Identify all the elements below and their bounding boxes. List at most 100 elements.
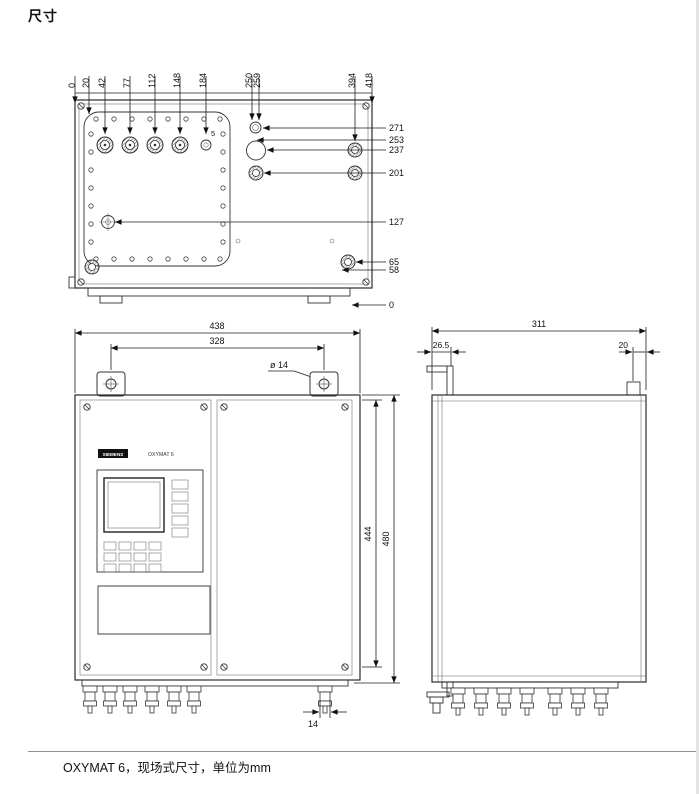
top-enclosure-inner-line	[78, 103, 369, 285]
door-screw	[83, 403, 91, 411]
knurled-fitting	[248, 165, 264, 181]
bottom-fitting-nut	[429, 696, 444, 704]
dim-hole-spacing: 328	[209, 336, 224, 346]
purge-port	[246, 140, 266, 161]
gas-fitting	[121, 136, 139, 154]
side-cable-glands	[450, 687, 609, 716]
right-dim-253: 253	[389, 135, 404, 145]
right-dim-58: 58	[389, 265, 399, 275]
rear-rail-top	[626, 381, 641, 396]
front-width-dimensions: 438 328 ø 14	[74, 321, 361, 393]
door-screw	[220, 403, 228, 411]
dim-bottom-connection: 14	[308, 719, 318, 729]
top-dim-42: 42	[97, 78, 107, 88]
rail-foot	[307, 295, 331, 304]
dim-front-offset: 26.5	[433, 340, 450, 350]
side-depth-dimensions: 311 26.5 20	[417, 319, 660, 390]
right-dim-271: 271	[389, 123, 404, 133]
door-screw	[83, 663, 91, 671]
top-dim-20: 20	[81, 78, 91, 88]
dim-overall-depth: 311	[532, 319, 546, 329]
side-cabinet	[426, 365, 647, 716]
side-tab	[68, 276, 76, 289]
door-screw	[200, 663, 208, 671]
right-dim-0: 0	[389, 300, 394, 310]
gas-fitting	[146, 136, 164, 154]
lower-panel	[97, 585, 211, 635]
rail-foot	[99, 295, 123, 304]
bracket-foot-bottom	[426, 691, 450, 698]
right-dim-127: 127	[389, 217, 404, 227]
knurled-fitting	[84, 259, 100, 275]
top-dim-259: 259	[252, 73, 262, 88]
front-view: 438 328 ø 14	[74, 321, 400, 729]
top-port-outer	[249, 121, 262, 134]
page-edge-shadow	[696, 0, 699, 794]
door-screw	[200, 403, 208, 411]
top-port-inner	[252, 124, 259, 131]
door-screw	[341, 403, 349, 411]
gas-connection-fittings	[96, 136, 212, 154]
front-cabinet: SIEMENS OXYMAT 6	[74, 371, 361, 714]
mounting-bracket	[96, 371, 126, 397]
corner-screw	[77, 102, 85, 110]
corner-screw	[362, 102, 370, 110]
bottom-fitting-body	[432, 702, 441, 714]
left-door	[79, 399, 212, 676]
top-horizontal-dimensions: 0 20 42 77 112 148 184 250 259 394 418	[67, 73, 375, 142]
front-panel-display: SIEMENS OXYMAT 6	[96, 449, 211, 635]
knurled-fitting	[340, 254, 356, 270]
caption-divider	[28, 751, 696, 752]
top-view-enclosure: 5	[68, 99, 373, 304]
top-vertical-dimensions: 271 253 237 201 127 65 58 0	[114, 123, 404, 310]
top-dim-250: 250	[244, 73, 254, 88]
brand-badge	[98, 449, 128, 458]
top-dim-418: 418	[364, 73, 374, 88]
gas-fitting	[171, 136, 189, 154]
top-dim-148: 148	[172, 73, 182, 88]
top-dim-184: 184	[198, 73, 208, 88]
model-label: OXYMAT 6	[148, 452, 174, 458]
small-fitting-bore	[203, 142, 209, 148]
right-dim-201: 201	[389, 168, 404, 178]
lcd-screen	[103, 477, 165, 533]
gas-fitting	[96, 136, 114, 154]
lcd-screen-inner	[107, 481, 161, 529]
front-height-dimensions: 444 480	[354, 394, 400, 684]
corner-screw	[77, 278, 85, 286]
dim-rear-offset: 20	[619, 340, 629, 350]
small-fitting	[200, 139, 212, 151]
figure-caption: OXYMAT 6，现场式尺寸，单位为mm	[63, 761, 271, 775]
right-dim-237: 237	[389, 145, 404, 155]
right-door	[216, 399, 353, 676]
corner-screw	[362, 278, 370, 286]
bottom-connection-dimension: 14	[303, 700, 347, 729]
fitting-note: 5	[211, 129, 215, 138]
side-outline	[431, 394, 647, 683]
top-dim-77: 77	[122, 78, 132, 88]
dim-overall-height: 480	[381, 531, 391, 546]
dim-hole-diameter: ø 14	[270, 360, 288, 370]
cabinet-outline	[74, 394, 361, 681]
right-dim-65: 65	[389, 257, 399, 267]
keypad	[103, 541, 162, 573]
door-screw	[341, 663, 349, 671]
top-view: 5	[67, 73, 404, 310]
page-title: 尺寸	[28, 8, 58, 24]
top-dim-394: 394	[347, 73, 357, 88]
side-bottom-rail	[441, 681, 619, 689]
front-cable-glands	[82, 685, 333, 714]
top-dim-0: 0	[67, 83, 77, 88]
small-hole	[235, 238, 241, 244]
front-bottom-rail	[81, 679, 349, 687]
dim-overall-width: 438	[209, 321, 224, 331]
dim-door-height: 444	[363, 526, 373, 541]
small-hole	[329, 238, 335, 244]
door-screw	[220, 663, 228, 671]
left-port-127	[99, 213, 117, 231]
bottom-rail	[87, 287, 351, 297]
mounting-bracket	[309, 371, 339, 397]
softkeys	[171, 479, 189, 538]
top-dim-112: 112	[147, 74, 157, 88]
